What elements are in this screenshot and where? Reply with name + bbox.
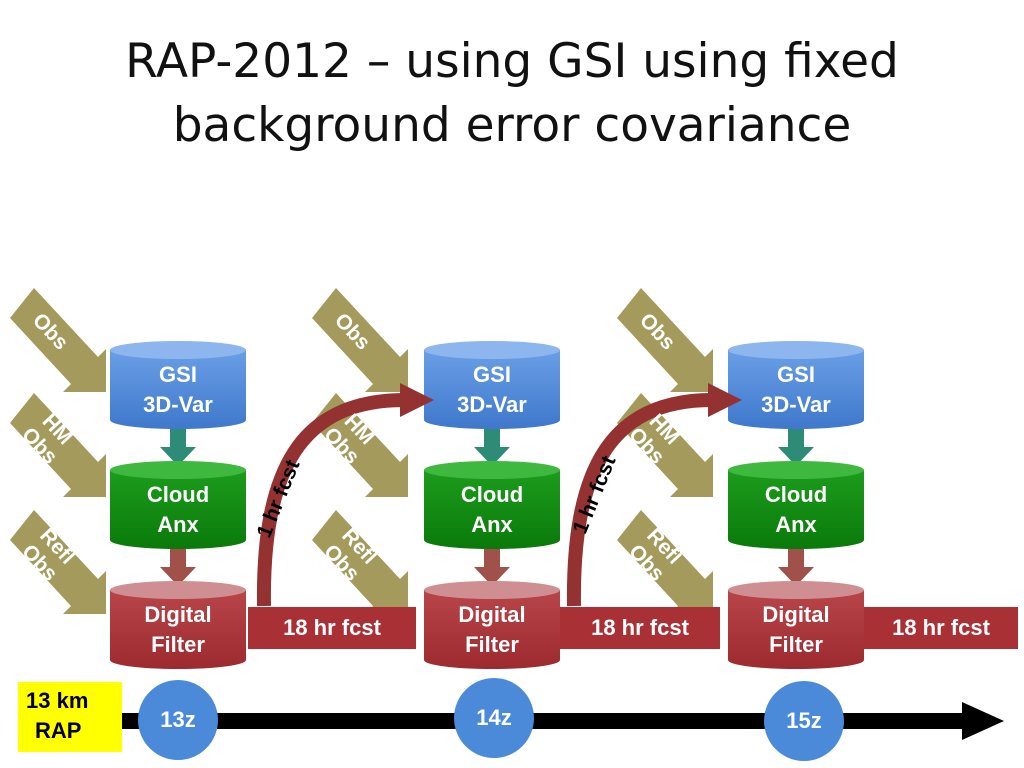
time-label: 14z — [476, 705, 512, 730]
model-label-box: 13 km RAP — [18, 682, 122, 752]
gsi-3dvar-cylinder — [110, 341, 246, 429]
cycle-link-arrow — [566, 383, 742, 607]
title-line-1: RAP-2012 – using GSI using fixed — [125, 34, 899, 89]
forecast-18hr-label: 18 hr fcst — [283, 615, 381, 640]
forecast-18hr-label: 18 hr fcst — [892, 615, 990, 640]
forecast-18hr-bar — [864, 607, 1018, 649]
down-arrow — [778, 429, 814, 466]
time-label: 15z — [786, 708, 822, 733]
forecast-18hr-bar — [560, 607, 720, 649]
time-label: 13z — [160, 707, 196, 732]
model-name: RAP — [35, 718, 82, 743]
forecast-18hr-label: 18 hr fcst — [591, 615, 689, 640]
cloud-anx-cylinder — [424, 461, 560, 549]
down-arrow — [474, 549, 510, 586]
title-line-2: background error covariance — [172, 98, 852, 153]
gsi-3dvar-cylinder — [424, 341, 560, 429]
down-arrow — [474, 429, 510, 466]
digital-filter-cylinder — [424, 581, 560, 669]
forecast-18hr-bar — [248, 607, 416, 649]
obs-arrow — [312, 288, 408, 392]
down-arrow — [778, 549, 814, 586]
time-circle — [454, 678, 534, 758]
refl-obs-arrow — [10, 510, 106, 614]
obs-arrow — [617, 288, 713, 392]
cloud-anx-cylinder — [110, 461, 246, 549]
digital-filter-cylinder — [110, 581, 246, 669]
hm-obs-arrow — [10, 393, 106, 497]
down-arrow — [160, 429, 196, 466]
time-circle — [764, 681, 844, 761]
digital-filter-cylinder — [728, 581, 864, 669]
model-resolution: 13 km — [26, 688, 89, 713]
refl-obs-arrow — [312, 510, 408, 614]
cloud-anx-cylinder — [728, 461, 864, 549]
time-circle — [138, 680, 218, 760]
refl-obs-arrow — [617, 510, 713, 614]
obs-arrow — [10, 288, 106, 392]
cycle-link-arrow — [256, 383, 434, 607]
page-title: RAP-2012 – using GSI using fixed backgro… — [0, 30, 1024, 158]
gsi-3dvar-cylinder — [728, 341, 864, 429]
down-arrow — [160, 549, 196, 586]
